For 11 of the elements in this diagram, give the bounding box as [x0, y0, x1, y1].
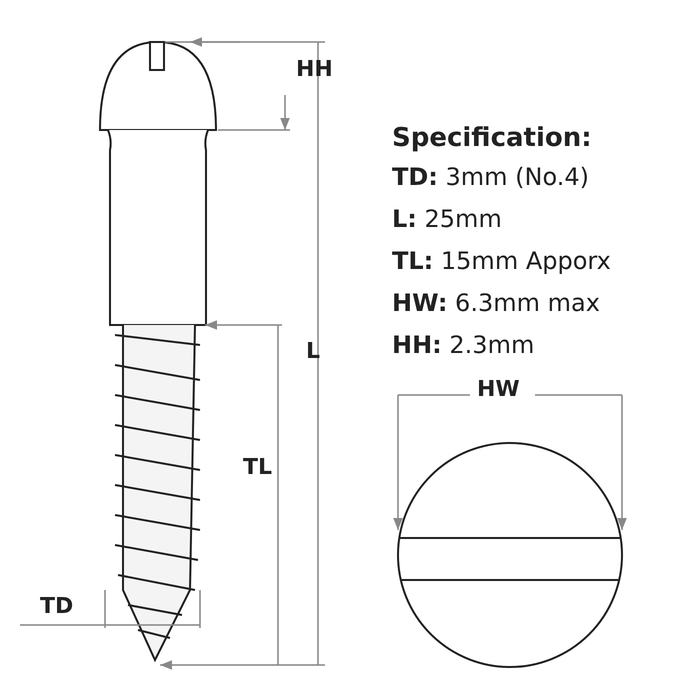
spec-line: TD: 3mm (No.4) [392, 164, 590, 190]
spec-line: TL: 15mm Apporx [392, 248, 611, 274]
spec-heading: Specification: [392, 124, 592, 153]
spec-line: HW: 6.3mm max [392, 290, 600, 316]
dimension-label: TD [40, 595, 74, 620]
spec-line: HH: 2.3mm [392, 332, 534, 358]
dimension-label: HH [296, 58, 333, 82]
dimension-label: TL [243, 456, 272, 480]
dimension-label: HW [477, 378, 520, 402]
spec-line: L: 25mm [392, 206, 502, 232]
dimension-label: L [306, 340, 320, 364]
